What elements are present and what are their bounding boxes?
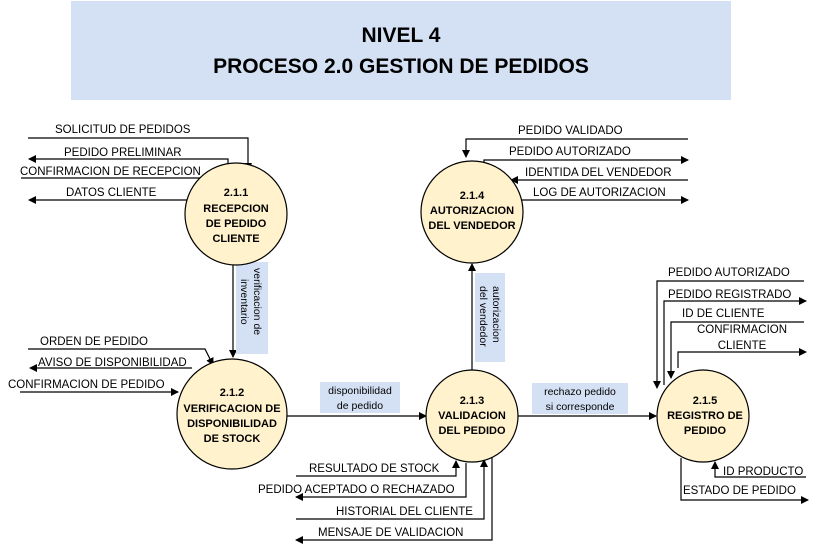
flow-autorizacion-vendedor-label-1: autorizacion [490, 286, 502, 343]
process-2-1-3-id: 2.1.3 [460, 395, 484, 407]
title-banner: NIVEL 4 PROCESO 2.0 GESTION DE PEDIDOS [71, 1, 731, 100]
flow-disponibilidad-label-2: de pedido [337, 400, 383, 412]
process-2-1-1-id: 2.1.1 [224, 187, 248, 199]
flow-pedido-validado-arrow [462, 138, 688, 158]
flow-resultado-stock-label: RESULTADO DE STOCK [309, 463, 440, 475]
flow-pedido-preliminar-label: PEDIDO PRELIMINAR [64, 147, 182, 159]
flow-pedido-autorizado-in-label: PEDIDO AUTORIZADO [668, 267, 790, 279]
process-2-1-5-line1: REGISTRO DE [667, 410, 743, 422]
flow-rechazo-label-2: si corresponde [546, 401, 615, 413]
flow-datos-cliente-label: DATOS CLIENTE [66, 187, 157, 199]
process-2-1-3-line2: DEL PEDIDO [438, 425, 505, 437]
flow-pedido-aceptado-arrow [295, 463, 467, 501]
process-2-1-2-line1: VERIFICACION DE [183, 403, 280, 415]
process-2-1-1[interactable]: 2.1.1 RECEPCION DE PEDIDO CLIENTE [184, 162, 288, 266]
flow-rechazo-label-1: rechazo pedido [544, 386, 616, 398]
process-2-1-2-line2: DISPONIBILIDAD [187, 418, 277, 430]
flow-pedido-registrado-arrow [663, 297, 807, 385]
process-2-1-1-line3: CLIENTE [212, 233, 259, 245]
flow-solicitud-arrow [28, 137, 252, 171]
process-2-1-4-line1: AUTORIZACION [430, 205, 514, 217]
process-2-1-2-line3: DE STOCK [204, 433, 261, 445]
flow-mensaje-validacion-arrow [295, 458, 493, 544]
process-2-1-1-line1: RECEPCION [203, 203, 268, 215]
flow-confirmacion-cliente-label-1: CONFIRMACION [697, 324, 787, 336]
flow-pedido-autorizado-in-arrow [653, 280, 804, 389]
flow-disponibilidad-label-1: disponibilidad [328, 385, 392, 397]
flow-id-producto-label: ID PRODUCTO [723, 466, 803, 478]
flow-verificacion-inventario-label-1: verificacion de [251, 268, 263, 335]
flow-id-cliente-arrow [667, 321, 804, 379]
process-2-1-5-id: 2.1.5 [693, 395, 717, 407]
flow-identidad-vendedor-label: IDENTIDA DEL VENDEDOR [525, 167, 672, 179]
flow-confirmacion-pedido-label: CONFIRMACION DE PEDIDO [8, 379, 165, 391]
diagram-title-line2: PROCESO 2.0 GESTION DE PEDIDOS [213, 54, 589, 78]
flow-orden-pedido-arrow [28, 348, 214, 366]
flow-log-autorizacion-label: LOG DE AUTORIZACION [533, 187, 666, 199]
flow-id-cliente-label: ID DE CLIENTE [682, 308, 765, 320]
process-2-1-1-line2: DE PEDIDO [206, 218, 267, 230]
flow-estado-pedido-arrow [680, 458, 809, 504]
flow-solicitud-label: SOLICITUD DE PEDIDOS [55, 124, 191, 136]
flow-confirmacion-cliente-arrow [677, 348, 807, 368]
process-2-1-5[interactable]: 2.1.5 REGISTRO DE PEDIDO [656, 369, 750, 463]
process-2-1-3-line1: VALIDACION [438, 410, 506, 422]
flow-confirmacion-recepcion-label: CONFIRMACION DE RECEPCION [20, 166, 201, 178]
flow-estado-pedido-label: ESTADO DE PEDIDO [683, 485, 796, 497]
process-2-1-5-line2: PEDIDO [684, 425, 727, 437]
flow-verificacion-inventario-box [236, 262, 268, 354]
flow-autorizacion-vendedor-label-2: del vendedor [477, 286, 489, 347]
flow-historial-cliente-label: HISTORIAL DEL CLIENTE [336, 506, 473, 518]
process-2-1-2-id: 2.1.2 [220, 387, 244, 399]
process-2-1-4-line2: DEL VENDEDOR [428, 220, 515, 232]
flow-confirmacion-cliente-label-2: CLIENTE [718, 340, 767, 352]
process-2-1-4-id: 2.1.4 [460, 190, 485, 202]
flow-aviso-disponibilidad-label: AVISO DE DISPONIBILIDAD [38, 357, 187, 369]
flow-autorizacion-vendedor-box [475, 273, 505, 362]
flow-orden-pedido-label: ORDEN DE PEDIDO [40, 336, 148, 348]
flow-pedido-autorizado-out-arrow [483, 156, 689, 166]
flow-id-producto-arrow [711, 461, 806, 478]
process-2-1-4[interactable]: 2.1.4 AUTORIZACION DEL VENDEDOR [420, 160, 524, 264]
flow-disponibilidad-box [320, 382, 400, 413]
diagram-title-line1: NIVEL 4 [361, 23, 441, 47]
flow-rechazo-box [532, 383, 628, 414]
process-2-1-2[interactable]: 2.1.2 VERIFICACION DE DISPONIBILIDAD DE … [176, 358, 288, 470]
flow-mensaje-validacion-label: MENSAJE DE VALIDACION [318, 527, 464, 539]
process-2-1-3[interactable]: 2.1.3 VALIDACION DEL PEDIDO [425, 369, 519, 463]
flow-pedido-autorizado-out-label: PEDIDO AUTORIZADO [509, 146, 631, 158]
flow-pedido-aceptado-label: PEDIDO ACEPTADO O RECHAZADO [258, 484, 455, 496]
flow-pedido-validado-label: PEDIDO VALIDADO [518, 125, 623, 137]
flow-historial-cliente-arrow [296, 459, 488, 520]
flow-verificacion-inventario-label-2: inventario [238, 279, 250, 325]
flow-pedido-registrado-label: PEDIDO REGISTRADO [668, 289, 791, 301]
flow-resultado-stock-arrow [296, 460, 460, 477]
